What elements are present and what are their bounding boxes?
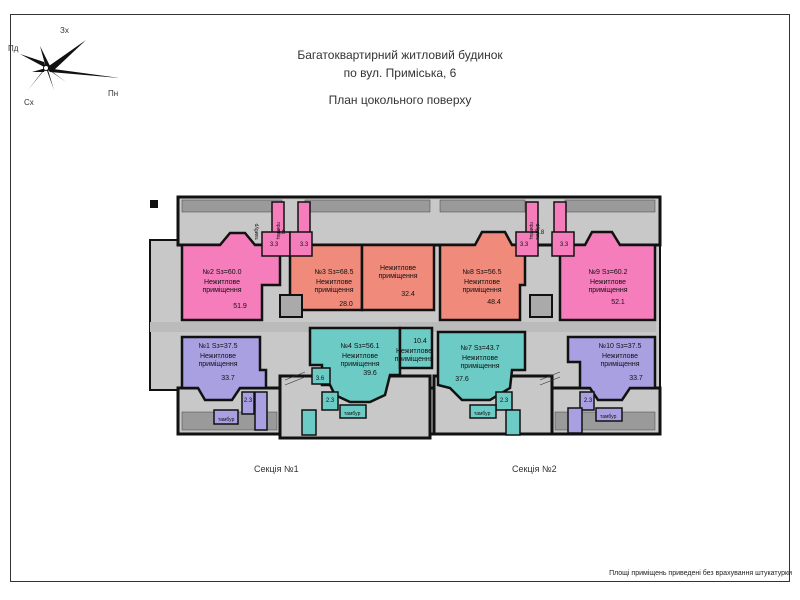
tambur-label-1: тамбур: [254, 223, 260, 240]
room-4b-area: 10.4: [413, 338, 427, 345]
room-3-heading: №3 Sз=68.5: [315, 269, 354, 276]
small-area-a5: 3.3: [520, 242, 529, 248]
room-4b-type: Нежитлове: [396, 348, 432, 355]
small-area-a1: 3.3: [270, 242, 279, 248]
tambur-label-2: тамбур: [535, 223, 541, 240]
tambur-label-4: тамбур: [344, 411, 361, 417]
room-2-heading: №2 Sз=60.0: [203, 269, 242, 276]
small-area-b5: 2.3: [584, 398, 593, 404]
room-2-area: 51.9: [233, 303, 247, 310]
section-1-label: Секція №1: [254, 464, 299, 474]
small-area-a6: 3.3: [560, 242, 569, 248]
area-footnote: Площі приміщень приведені без врахування…: [609, 570, 792, 577]
room-10-type2: приміщення: [600, 360, 639, 368]
small-area-a2: 4.8: [277, 230, 286, 236]
room-10-type: Нежитлове: [602, 353, 638, 360]
room-3b-type: Нежитлове: [380, 265, 416, 272]
section-2-label: Секція №2: [512, 464, 557, 474]
room-4-area: 39.6: [363, 370, 377, 377]
room-1-type: Нежитлове: [200, 353, 236, 360]
room-2-type2: приміщення: [202, 286, 241, 294]
room-3-type: Нежитлове: [316, 279, 352, 286]
room-8-heading: №8 Sз=56.5: [463, 269, 502, 276]
room-9-heading: №9 Sз=60.2: [589, 269, 628, 276]
room-1-area: 33.7: [221, 375, 235, 382]
room-8-type2: приміщення: [462, 286, 501, 294]
room-9-type2: приміщення: [588, 286, 627, 294]
compass-east: Сх: [24, 98, 34, 107]
room-3b-area: 32.4: [401, 291, 415, 298]
room-1-type2: приміщення: [198, 360, 237, 368]
compass-north: Пн: [108, 89, 119, 98]
title-line-1: Багатоквартирний житловий будинок: [297, 48, 503, 62]
room-9-type: Нежитлове: [590, 279, 626, 286]
compass-west: Зх: [60, 26, 69, 35]
room-4-type2: приміщення: [340, 360, 379, 368]
room-2-type: Нежитлове: [204, 279, 240, 286]
pryim-label-2: приміщ.: [528, 222, 534, 240]
room-7-type2: приміщення: [460, 362, 499, 370]
compass-rose-icon: [20, 40, 118, 90]
room-4-heading: №4 Sз=56.1: [341, 343, 380, 350]
title-line-2: по вул. Приміська, 6: [343, 66, 457, 80]
pryim-label-1: приміщ.: [275, 222, 281, 240]
tambur-label-6: тамбур: [600, 414, 617, 420]
title-line-3: План цокольного поверху: [328, 93, 472, 107]
room-9-area: 52.1: [611, 299, 625, 306]
room-10-heading: №10 Sз=37.5: [599, 343, 642, 350]
room-8-type: Нежитлове: [464, 279, 500, 286]
room-4-type: Нежитлове: [342, 353, 378, 360]
room-7-area: 37.6: [455, 376, 469, 383]
tambur-label-3: тамбур: [218, 417, 235, 423]
room-10-area: 33.7: [629, 375, 643, 382]
room-3b-type2: приміщення: [378, 272, 417, 280]
small-area-a3: 3.3: [300, 242, 309, 248]
small-area-b1: 2.3: [244, 398, 253, 404]
small-area-b2: 3.6: [316, 376, 325, 382]
small-area-b3: 2.3: [326, 398, 335, 404]
room-4b-type2: приміщення: [394, 355, 433, 363]
room-3-area: 28.0: [339, 301, 353, 308]
room-3-type2: приміщення: [314, 286, 353, 294]
small-area-a4: 4.8: [536, 230, 545, 236]
room-7-heading: №7 Sз=43.7: [461, 345, 500, 352]
small-area-b4: 2.3: [500, 398, 509, 404]
room-7-type: Нежитлове: [462, 355, 498, 362]
compass-south: Пд: [8, 44, 19, 53]
drawing-frame: [10, 14, 790, 582]
room-1-heading: №1 Sз=37.5: [199, 343, 238, 350]
tambur-label-5: тамбур: [474, 411, 491, 417]
room-8-area: 48.4: [487, 299, 501, 306]
